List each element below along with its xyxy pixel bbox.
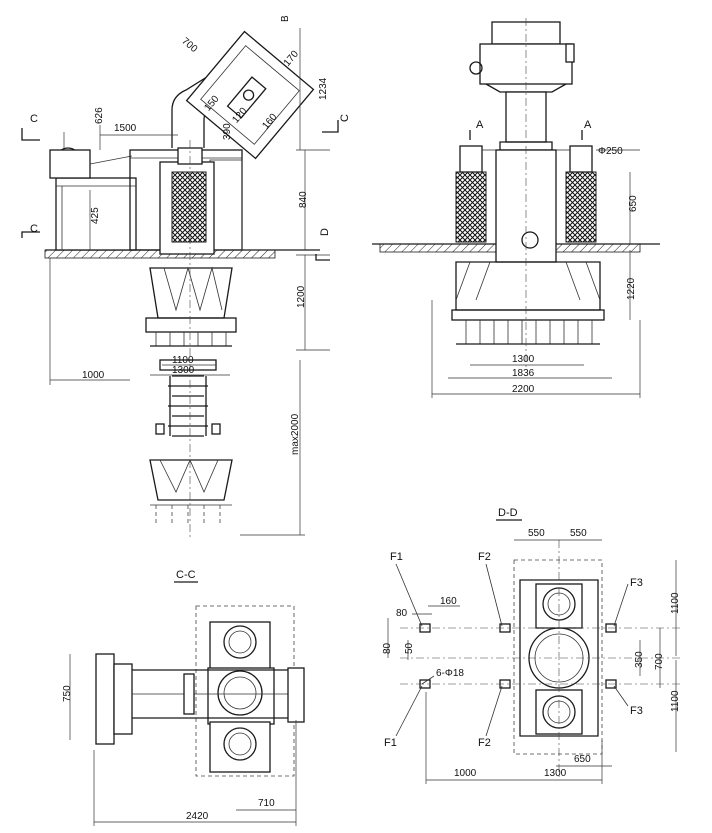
inlet-circle-mid — [217, 670, 263, 716]
dim-390: 390 — [222, 123, 233, 140]
dim-160: 160 — [440, 596, 457, 607]
inlet-circle-top — [223, 625, 257, 659]
dim-1100: 1100 — [172, 355, 194, 366]
dim-80-vertical: 80 — [382, 642, 393, 654]
dim-1100-bottom: 1100 — [670, 690, 681, 712]
dim-80: 80 — [396, 608, 408, 619]
dim-350: 350 — [634, 651, 645, 668]
right-hopper — [455, 261, 601, 311]
dim-1300-right: 1300 — [512, 354, 535, 365]
holes-label: 6-Φ18 — [436, 668, 464, 679]
label-f3-top: F3 — [630, 577, 643, 589]
dim-1234: 1234 — [318, 77, 329, 100]
dim-425: 425 — [90, 207, 101, 224]
dim-700-dd: 700 — [654, 653, 665, 670]
section-mark-a-left: A — [476, 119, 484, 131]
dim-1000-dd: 1000 — [454, 768, 477, 779]
dim-750: 750 — [62, 685, 73, 702]
right-elevation-view: A A Φ250 650 1220 1300 1836 2200 — [372, 18, 660, 398]
label-f3-bottom: F3 — [630, 705, 643, 717]
discharge-hopper — [149, 267, 233, 319]
lower-hopper — [149, 459, 233, 501]
plan-view-dd: D-D — [382, 507, 681, 784]
telescopic-bellows — [168, 375, 208, 437]
section-mark-c-top: C — [30, 113, 38, 125]
title-cc: C-C — [176, 569, 196, 581]
left-elevation-view: C C C D B 700 170 1234 626 1500 390 150 … — [21, 15, 351, 540]
dim-550-right: 550 — [570, 528, 587, 539]
motor-stand — [55, 177, 137, 251]
label-f1-bottom: F1 — [384, 737, 397, 749]
dim-1000: 1000 — [82, 370, 105, 381]
title-dd: D-D — [498, 507, 518, 519]
dim-710: 710 — [258, 798, 275, 809]
inlet-circle-bottom — [223, 727, 257, 761]
dim-50: 50 — [404, 642, 415, 654]
label-f2-bottom: F2 — [478, 737, 491, 749]
dim-1836: 1836 — [512, 368, 535, 379]
section-mark-a-right: A — [584, 119, 592, 131]
dim-1300: 1300 — [172, 365, 195, 376]
dim-2200: 2200 — [512, 384, 535, 395]
label-f2-top: F2 — [478, 551, 491, 563]
dim-1100-top: 1100 — [670, 592, 681, 614]
plan-view-cc: C-C 750 710 2420 — [62, 569, 305, 826]
dim-max2000: max2000 — [290, 413, 301, 455]
label-f1-top: F1 — [390, 551, 403, 563]
dim-1200: 1200 — [296, 285, 307, 308]
dim-1220: 1220 — [626, 277, 637, 300]
dim-1500: 1500 — [114, 123, 137, 134]
dim-626: 626 — [94, 107, 105, 124]
dim-650-dd: 650 — [574, 754, 591, 765]
section-mark-c-right: C — [339, 114, 351, 122]
section-mark-d: D — [319, 228, 331, 236]
section-mark-c-bottom: C — [30, 223, 38, 235]
dim-700-top: 700 — [179, 36, 199, 55]
filter-coils-right-b — [565, 171, 597, 243]
filter-coils-right-a — [455, 171, 487, 243]
dim-1300-dd: 1300 — [544, 768, 567, 779]
filter-coils-left — [171, 171, 207, 243]
motor-housing — [49, 149, 91, 179]
dim-2420: 2420 — [186, 811, 209, 822]
dim-840: 840 — [298, 191, 309, 208]
dim-550-left: 550 — [528, 528, 545, 539]
dim-b-mark: B — [280, 15, 291, 22]
dim-phi250: Φ250 — [598, 146, 623, 157]
drive-housing — [95, 653, 115, 745]
dim-650-right: 650 — [628, 195, 639, 212]
rotary-feeder — [185, 30, 315, 160]
